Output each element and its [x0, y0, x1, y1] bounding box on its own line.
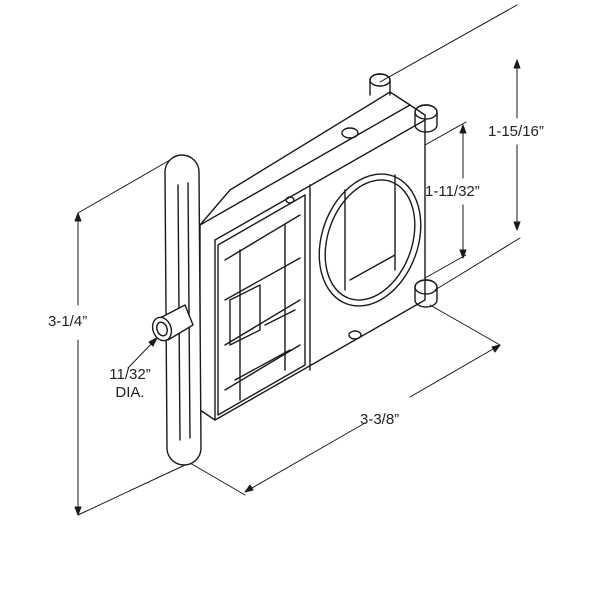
pins: [369, 73, 438, 308]
pin-diameter-label: 11/32” DIA.: [100, 366, 160, 402]
pin-diameter-value: 11/32”: [109, 366, 151, 383]
overall-width-label: 3-3/8”: [360, 411, 400, 428]
pin-stud: [151, 304, 194, 342]
depth-label: 1-15/16”: [488, 123, 544, 140]
pin-diameter-suffix: DIA.: [115, 384, 145, 401]
dimension-lines: [74, 4, 521, 516]
housing: [199, 91, 426, 421]
hole-size-label: 1-11/32”: [425, 183, 480, 200]
overall-height-label: 3-1/4”: [48, 313, 88, 330]
